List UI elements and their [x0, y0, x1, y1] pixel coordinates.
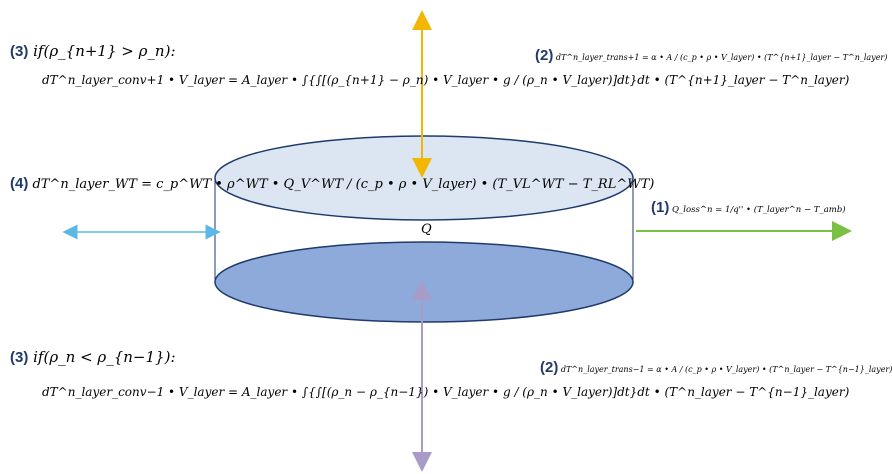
equation-number: (2) [540, 359, 559, 376]
equation-number: (1) [651, 199, 670, 216]
equation-4: (4) dT^n_layer_WT = c_p^WT • ρ^WT • Q_V^… [10, 176, 654, 191]
equation-number: (3) [10, 349, 29, 366]
equation-2-upper: (2) dT^n_layer_trans+1 = α • A / (c_p • … [535, 48, 887, 63]
cylinder-bottom [214, 241, 634, 323]
diagram-canvas [62, 9, 852, 472]
equation-text: dT^n_layer_WT = c_p^WT • ρ^WT • Q_V^WT /… [32, 177, 655, 192]
equation-number: (3) [10, 43, 29, 60]
equation-number: (4) [10, 175, 29, 192]
equation-text: dT^n_layer_trans+1 = α • A / (c_p • ρ • … [555, 53, 888, 62]
equation-text: dT^n_layer_trans−1 = α • A / (c_p • ρ • … [560, 365, 892, 374]
equation-3-upper: dT^n_layer_conv+1 • V_layer = A_layer • … [42, 73, 850, 87]
condition-text: if(ρ_{n+1} > ρ_n): [33, 42, 176, 60]
equation-1: (1) Q_loss^n = 1/q'' • (T_layer^n − T_am… [651, 200, 846, 215]
equation-3-upper-condition: (3) if(ρ_{n+1} > ρ_n): [10, 42, 176, 60]
condition-text: if(ρ_n < ρ_{n−1}): [33, 348, 176, 366]
equation-number: (2) [535, 47, 554, 64]
equation-3-lower: dT^n_layer_conv−1 • V_layer = A_layer • … [42, 385, 850, 399]
equation-2-lower: (2) dT^n_layer_trans−1 = α • A / (c_p • … [540, 360, 892, 375]
equation-3-lower-condition: (3) if(ρ_n < ρ_{n−1}): [10, 348, 176, 366]
cylinder-center-label: Q [421, 222, 432, 237]
equation-text: Q_loss^n = 1/q'' • (T_layer^n − T_amb) [672, 205, 846, 215]
